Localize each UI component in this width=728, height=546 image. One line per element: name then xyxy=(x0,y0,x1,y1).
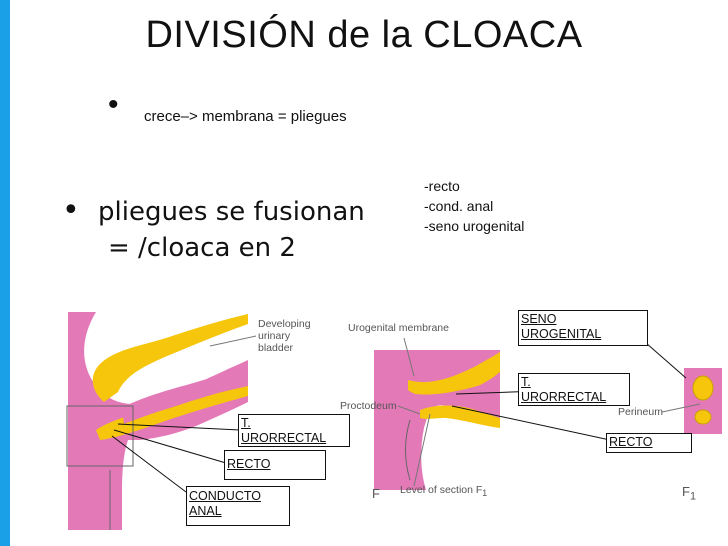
box-t-uro-left-line2: URORRECTAL xyxy=(241,431,327,445)
box-t-urorrectal-right: T. URORRECTAL xyxy=(518,373,630,406)
left-urorectal-septum xyxy=(122,370,248,424)
box-seno-line1: SENO xyxy=(521,312,557,326)
box-recto-left: RECTO xyxy=(224,450,326,480)
section-f1-rectum xyxy=(694,409,712,425)
label-proctodeum: Proctodeum xyxy=(340,400,397,412)
leader-urogenital-membrane xyxy=(403,337,415,377)
note-recto: -recto xyxy=(424,178,460,194)
grey-leaders xyxy=(209,335,701,487)
box-conducto-line2: ANAL xyxy=(189,504,222,518)
note-cond-anal: -cond. anal xyxy=(424,198,494,214)
leader-recto-right xyxy=(451,405,611,441)
middle-rectum xyxy=(420,405,500,428)
leader-recto-left xyxy=(113,429,227,464)
box-t-uro-left-line1: T. xyxy=(241,416,251,430)
label-developing-line2: urinary xyxy=(258,330,291,342)
notes-list: -recto -cond. anal -seno urogenital xyxy=(424,176,524,236)
middle-embryo xyxy=(374,350,500,490)
label-developing-bladder: Developing urinary bladder xyxy=(258,318,311,354)
middle-tail-line xyxy=(405,419,411,481)
leader-proctodeum xyxy=(397,405,421,415)
section-f1-urogenital xyxy=(692,375,714,401)
bullet-dot: • xyxy=(108,88,119,121)
label-f1-sub: 1 xyxy=(689,490,696,503)
accent-bar xyxy=(0,0,10,546)
bullet-pliegues-line1: pliegues se fusionan xyxy=(98,197,365,227)
label-level-of-section: Level of section F1 xyxy=(400,484,487,499)
label-f1: F1 xyxy=(682,484,696,503)
bullet-pliegues-line2: = /cloaca en 2 xyxy=(108,233,296,263)
leader-t-uro-left xyxy=(117,423,241,431)
box-recto-right: RECTO xyxy=(606,433,692,453)
leader-seno xyxy=(645,342,687,379)
box-seno-line2: UROGENITAL xyxy=(521,327,602,341)
leader-conducto-left xyxy=(111,435,187,493)
bullet-dot: • xyxy=(62,193,80,228)
label-level-text: Level of section F xyxy=(400,484,483,496)
box-seno-urogenital: SENO UROGENITAL xyxy=(518,310,648,346)
left-embryo xyxy=(66,312,248,530)
box-conducto-anal: CONDUCTO ANAL xyxy=(186,486,290,526)
box-t-urorrectal-left: T. URORRECTAL xyxy=(238,414,350,447)
leader-lines xyxy=(111,342,687,493)
section-f1 xyxy=(684,368,722,434)
left-urogenital-sinus xyxy=(92,314,248,402)
label-f1-text: F xyxy=(682,484,690,499)
note-seno-urogenital: -seno urogenital xyxy=(424,218,525,234)
label-developing-line3: bladder xyxy=(258,342,294,354)
label-f: F xyxy=(372,486,380,501)
label-developing-line1: Developing xyxy=(258,318,311,330)
leader-level-section xyxy=(413,413,431,487)
bullet-crece-text: crece–> membrana = pliegues xyxy=(144,108,347,125)
leader-perineum xyxy=(661,403,701,413)
label-urogenital-membrane: Urogenital membrane xyxy=(348,322,449,334)
box-t-uro-right-line2: URORRECTAL xyxy=(521,390,607,404)
label-perineum: Perineum xyxy=(618,406,663,418)
leader-developing xyxy=(209,335,257,347)
box-conducto-line1: CONDUCTO xyxy=(189,489,261,503)
slide-title: DIVISIÓN de la CLOACA xyxy=(145,14,583,56)
left-rectum xyxy=(96,386,248,440)
label-level-sub: 1 xyxy=(482,488,488,499)
box-t-uro-right-line1: T. xyxy=(521,375,531,389)
